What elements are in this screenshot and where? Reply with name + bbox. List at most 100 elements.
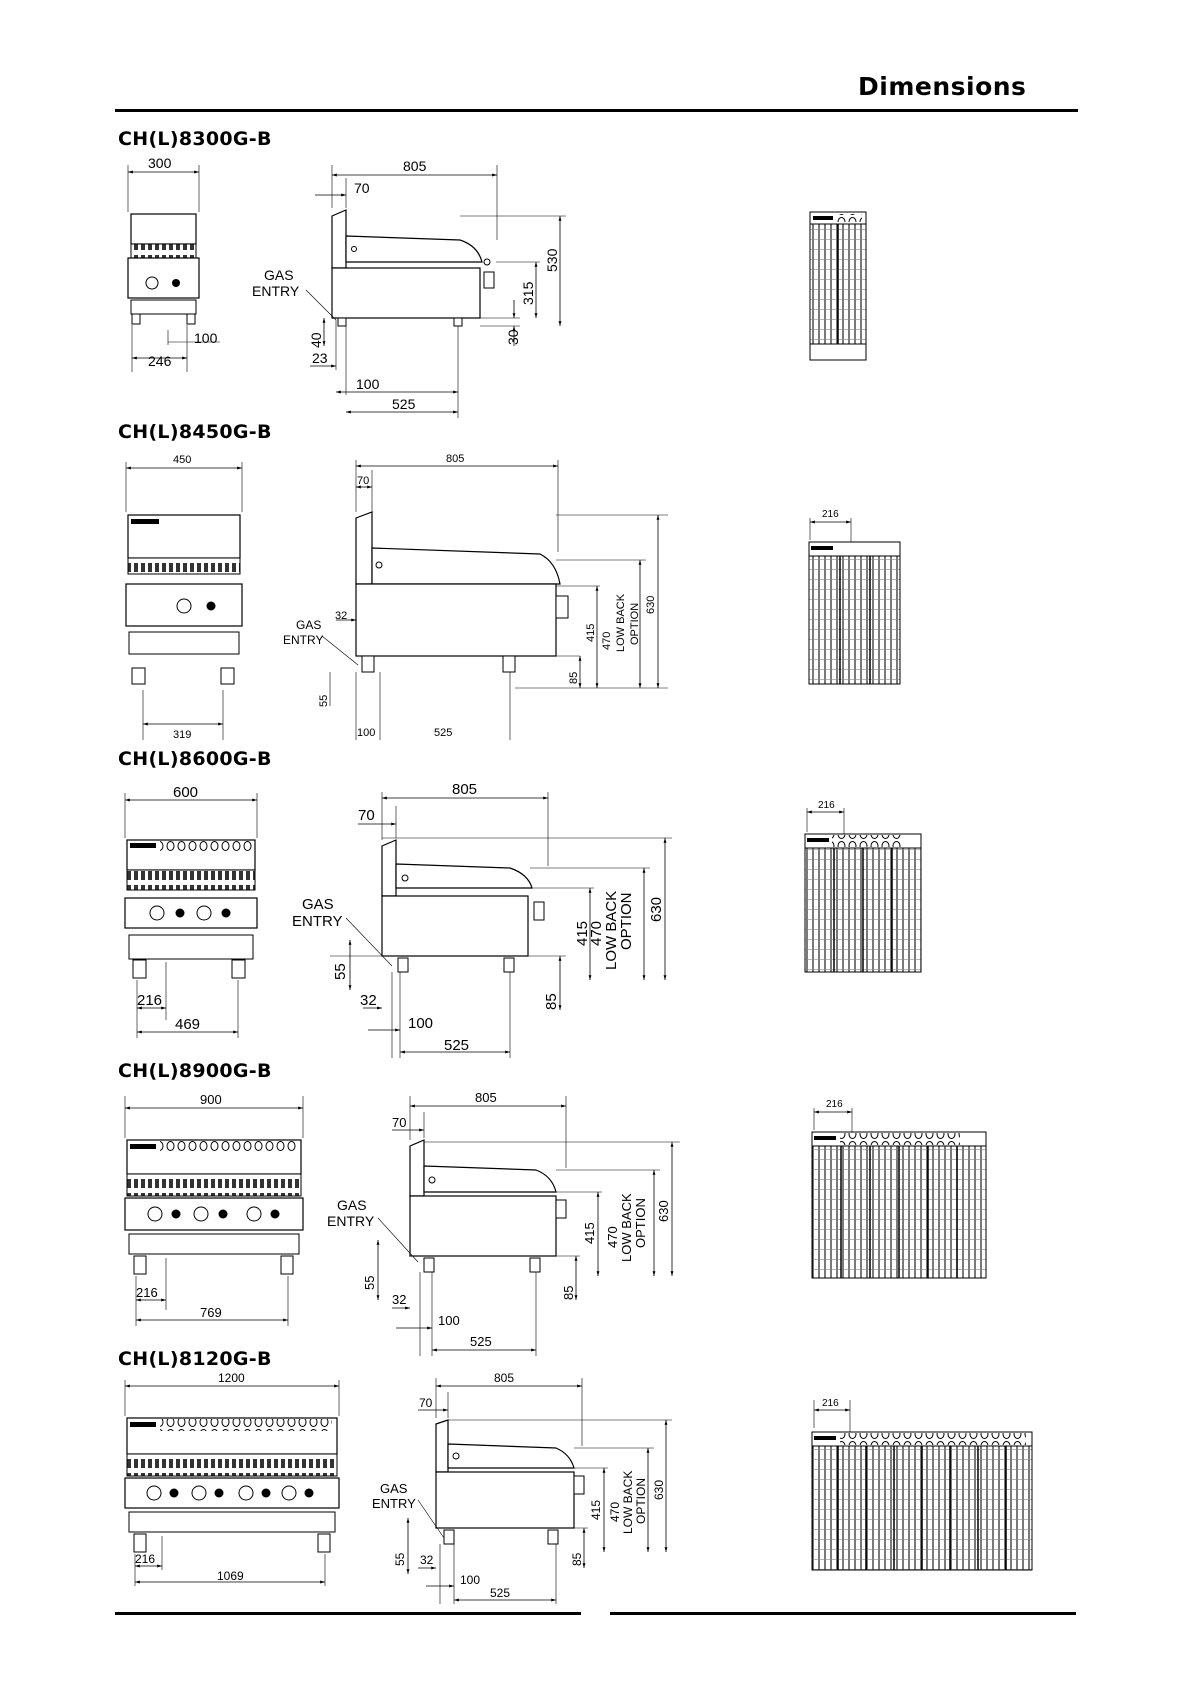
- dim-base-b: 525: [444, 1037, 469, 1054]
- section-ch8120: 1200 216 1069 805 70 630: [124, 1371, 1033, 1604]
- dim-height: 530: [544, 248, 560, 272]
- dim-h2: 470: [605, 1226, 620, 1248]
- dim-foot-height: 85: [568, 672, 580, 684]
- dim-width: 900: [200, 1092, 222, 1107]
- model-title: CH(L)8120G-B: [118, 1348, 272, 1370]
- plan-view: 216: [808, 509, 901, 685]
- gas-entry-label: ENTRY: [372, 1496, 416, 1511]
- front-view: 600 216 469: [124, 784, 258, 1038]
- dim-h2: 470: [608, 1502, 622, 1522]
- dim-base-b: 525: [470, 1334, 492, 1349]
- dim-base-a: 100: [438, 1313, 460, 1328]
- dim-gas-x: 32: [335, 610, 347, 622]
- dim-h3: 630: [656, 1200, 671, 1222]
- dim-foot-height: 85: [561, 1286, 576, 1300]
- side-view: 805 70 530 315 30 GAS ENTRY 40 23: [252, 158, 566, 418]
- low-back-label: LOW BACK: [615, 593, 627, 652]
- low-back-label: OPTION: [629, 603, 641, 645]
- dim-base-a: 100: [408, 1015, 433, 1032]
- dim-foot-left: 216: [136, 1285, 158, 1300]
- header-rule: [115, 109, 1078, 112]
- dim-width: 600: [173, 784, 198, 801]
- dim-left-b: 32: [360, 992, 377, 1009]
- dim-base-a: 100: [356, 376, 380, 392]
- dim-base-a: 100: [460, 1573, 480, 1587]
- dim-back-offset: 70: [354, 180, 370, 196]
- gas-entry-label: GAS: [337, 1197, 367, 1213]
- low-back-label: OPTION: [634, 1478, 648, 1524]
- side-view: 805 70 630 OPTION LOW BACK 470 415 85 GA…: [372, 1371, 672, 1604]
- dim-base-b: 525: [392, 396, 416, 412]
- dim-foot-span: 1069: [217, 1569, 244, 1583]
- page-title: Dimensions: [858, 72, 1027, 101]
- section-ch8450: 450 319 805 70 630 470: [125, 453, 901, 741]
- dim-h1: 415: [585, 624, 597, 642]
- dim-left-a: 55: [332, 963, 349, 980]
- gas-entry-label: GAS: [302, 896, 334, 913]
- dim-h1: 415: [589, 1500, 603, 1520]
- dim-width: 300: [148, 155, 172, 171]
- section-ch8600: 600 216 469 805 70 630: [124, 781, 922, 1058]
- dim-foot-height: 85: [570, 1552, 584, 1566]
- dim-plan-offset: 216: [822, 509, 839, 520]
- dim-foot-span: 769: [200, 1305, 222, 1320]
- dim-depth: 805: [452, 781, 477, 798]
- dim-left-a: 40: [308, 332, 324, 348]
- dim-foot-span: 469: [175, 1016, 200, 1033]
- dim-gas-offset: 100: [194, 330, 218, 346]
- side-view: 805 70 630 470 LOW BACK OPTION 415 85 GA…: [283, 453, 668, 740]
- dim-base-b: 525: [490, 1586, 510, 1600]
- footer-rule-right: [610, 1612, 1076, 1615]
- dim-plan-offset: 216: [818, 800, 835, 811]
- front-view: 900 216 769: [124, 1092, 304, 1326]
- gas-entry-label: ENTRY: [292, 913, 343, 930]
- low-back-label: LOW BACK: [619, 1193, 634, 1262]
- dim-h1: 415: [582, 1222, 597, 1244]
- dim-h2: 470: [588, 921, 605, 946]
- dim-depth: 805: [403, 158, 427, 174]
- section-ch8900: 900 216 769 805 70 630: [124, 1090, 987, 1356]
- dim-h1: 415: [574, 921, 591, 946]
- dim-back-offset: 70: [357, 475, 369, 487]
- plan-view: 216: [804, 800, 922, 973]
- dim-left-b: 23: [312, 350, 328, 366]
- side-view: 805 70 630 OPTION LOW BACK 470 415 85 GA…: [327, 1090, 680, 1356]
- dim-back-offset: 70: [358, 807, 375, 824]
- dim-back-offset: 70: [392, 1115, 406, 1130]
- dim-left-a: 55: [393, 1552, 407, 1566]
- dim-foot-span: 319: [173, 729, 191, 741]
- dim-base-b: 525: [434, 727, 452, 739]
- dim-h3: 630: [645, 596, 657, 614]
- low-back-label: LOW BACK: [603, 891, 620, 970]
- dim-depth: 805: [475, 1090, 497, 1105]
- front-view: 1200 216 1069: [124, 1371, 340, 1586]
- gas-entry-label: ENTRY: [283, 633, 323, 647]
- footer-rule-left: [115, 1612, 581, 1615]
- model-title: CH(L)8450G-B: [118, 421, 272, 443]
- low-back-label: LOW BACK: [621, 1471, 635, 1534]
- gas-entry-label: GAS: [296, 618, 321, 632]
- dim-foot-height: 85: [543, 993, 560, 1010]
- side-view: 805 70 630 OPTION LOW BACK 470 415 85 GA…: [292, 781, 672, 1058]
- dim-foot-span: 246: [148, 353, 172, 369]
- dim-depth: 805: [446, 453, 464, 465]
- dim-h3: 630: [652, 1480, 666, 1500]
- front-view: 450 319: [125, 454, 243, 741]
- gas-entry-label: ENTRY: [327, 1213, 375, 1229]
- dim-left-a: 55: [318, 695, 330, 707]
- gas-entry-label: GAS: [264, 267, 294, 283]
- dim-body-height: 315: [520, 281, 536, 305]
- dim-back-offset: 70: [419, 1396, 433, 1410]
- plan-view: 216: [811, 1398, 1033, 1571]
- dim-base-a: 100: [357, 727, 375, 739]
- model-title: CH(L)8300G-B: [118, 128, 272, 150]
- gas-entry-label: GAS: [380, 1481, 408, 1496]
- dim-plan-offset: 216: [826, 1099, 843, 1110]
- dim-left-b: 32: [392, 1292, 406, 1307]
- dim-foot-left: 216: [135, 1552, 155, 1566]
- dim-foot-left: 216: [137, 992, 162, 1009]
- model-title: CH(L)8900G-B: [118, 1060, 272, 1082]
- dim-h2: 470: [601, 632, 613, 650]
- low-back-label: OPTION: [618, 892, 635, 950]
